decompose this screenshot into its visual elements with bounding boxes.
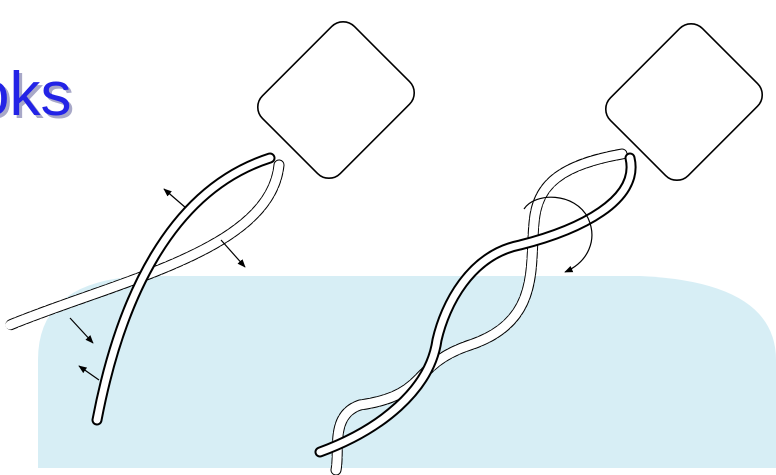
- background-panel: [38, 276, 776, 475]
- left-arrow-upper-left: [164, 189, 186, 208]
- background-panel-lower-band: [0, 468, 776, 475]
- left-arrow-upper-right: [221, 240, 245, 267]
- left-cell-body: [251, 15, 421, 185]
- right-cell-body: [599, 17, 769, 187]
- slide-title: oks: [0, 64, 71, 126]
